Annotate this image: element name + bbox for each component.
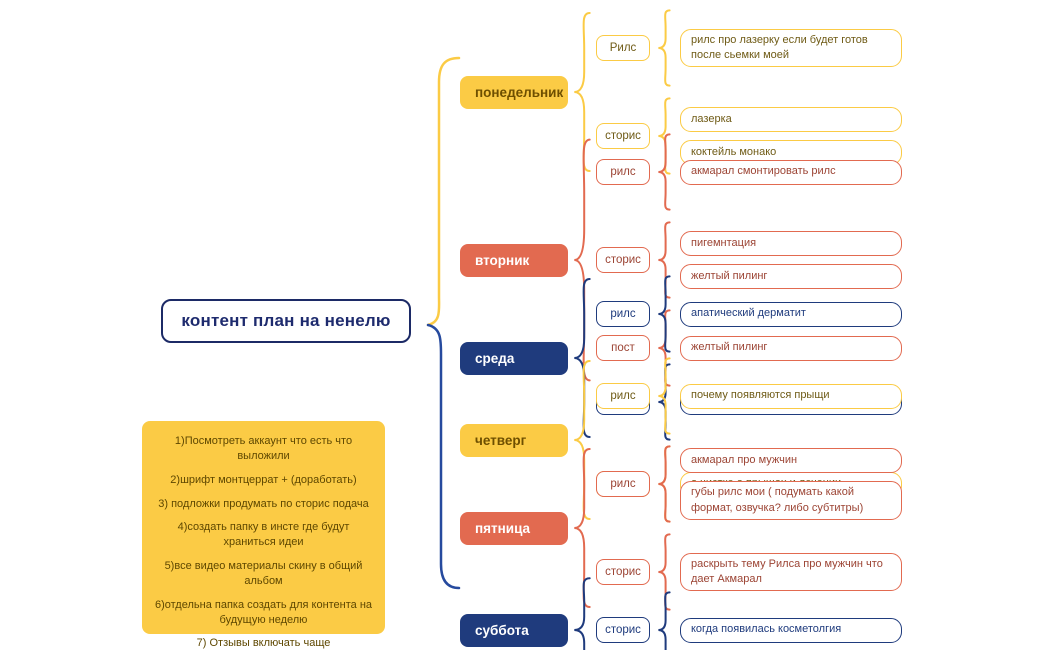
central-topic-node[interactable]: контент план на ненелю <box>161 299 411 343</box>
branch-column: рилс акмарал смонтировать рилс сторис пигем… <box>596 132 902 388</box>
branch-node[interactable]: сторис <box>596 617 650 643</box>
branch-node[interactable]: Рилс <box>596 35 650 61</box>
leaf-node[interactable]: пигемнтация <box>680 231 902 256</box>
branch-column: сторис когда появилась косметолгия <box>596 590 902 650</box>
leaf-column: апатический дерматит <box>680 301 902 327</box>
trunk-connector-bottom-blue <box>426 323 461 590</box>
leaf-column: пигемнтация желтый пилинг <box>680 231 902 289</box>
branch-row: сторис когда появилась косметолгия <box>596 590 902 650</box>
day-node[interactable]: пятница <box>460 511 568 545</box>
leaf-node[interactable]: акмарал смонтировать рилс <box>680 159 902 185</box>
branch-column: рилс акмарал про мужчин губы рилс мои ( по… <box>596 444 902 612</box>
note-item: 6)отдельна папка создать для контента на… <box>154 598 373 626</box>
branch-node[interactable]: рилс <box>596 383 650 409</box>
note-item: 7) Отзывы включать чаще <box>196 637 331 650</box>
note-item: 4)создать папку в инсте где будут хранит… <box>177 521 350 549</box>
brace-connector <box>656 356 672 436</box>
branch-row: Рилс рилс про лазерку если будет готов по… <box>596 8 902 88</box>
brace-connector <box>571 575 593 650</box>
notes-sticky[interactable]: 1)Посмотреть аккаунт что есть что выложи… <box>142 421 385 649</box>
note-item: 2)шрифт монтцеррат + (доработать) <box>170 473 357 486</box>
leaf-node[interactable]: почему появляются прыщи <box>680 383 902 409</box>
day-node[interactable]: вторник <box>460 243 568 277</box>
branch-row: рилс апатический дерматит <box>596 274 902 354</box>
day-section: суббота сторис когда появилась косметолгия <box>460 575 902 650</box>
leaf-node[interactable]: желтый пилинг <box>680 335 902 361</box>
leaf-node[interactable]: акмарал про мужчин <box>680 448 902 474</box>
day-node[interactable]: среда <box>460 341 568 375</box>
leaf-column: почему появляются прыщи <box>680 383 902 409</box>
leaf-column: когда появилась косметолгия <box>680 617 902 643</box>
branch-node[interactable]: рилс <box>596 471 650 497</box>
branch-row: сторис пигемнтация желтый пилинг <box>596 220 902 300</box>
note-item: 3) подложки продумать по сторис подача <box>158 497 369 510</box>
leaf-node[interactable]: когда появилась косметолгия <box>680 617 902 643</box>
branch-row: рилс почему появляются прыщи <box>596 356 902 436</box>
brace-connector <box>656 132 672 212</box>
branch-node[interactable]: рилс <box>596 301 650 327</box>
note-item: 5)все видео материалы скину в общий альб… <box>164 560 363 587</box>
leaf-node[interactable]: губы рилс мои ( подумать какой формат, о… <box>680 481 902 520</box>
branch-row: рилс акмарал смонтировать рилс <box>596 132 902 212</box>
day-node[interactable]: четверг <box>460 423 568 457</box>
trunk-connector-top-yellow <box>426 56 461 327</box>
branch-node[interactable]: сторис <box>596 559 650 585</box>
central-topic-label: контент план на ненелю <box>181 311 391 330</box>
leaf-node[interactable]: лазерка <box>680 107 902 132</box>
branch-node[interactable]: сторис <box>596 247 650 273</box>
day-node[interactable]: суббота <box>460 613 568 647</box>
branch-row: пост желтый пилинг <box>596 308 902 388</box>
day-section: пятница рилс акмарал про мужчин губы рилс м… <box>460 444 902 612</box>
branch-node[interactable]: рилс <box>596 159 650 185</box>
brace-connector <box>656 274 672 354</box>
branch-row: рилс акмарал про мужчин губы рилс мои ( по… <box>596 444 902 524</box>
brace-connector <box>656 590 672 650</box>
leaf-column: акмарал смонтировать рилс <box>680 159 902 185</box>
note-item: 1)Посмотреть аккаунт что есть что выложи… <box>174 435 353 462</box>
branch-column: Рилс рилс про лазерку если будет готов по… <box>596 8 902 176</box>
leaf-column: рилс про лазерку если будет готов после … <box>680 28 902 68</box>
leaf-node[interactable]: апатический дерматит <box>680 301 902 327</box>
leaf-node[interactable]: раскрыть тему Рилса про мужчин что дает … <box>680 552 902 592</box>
leaf-column: раскрыть тему Рилса про мужчин что дает … <box>680 552 902 592</box>
brace-connector <box>656 444 672 524</box>
branch-node[interactable]: сторис <box>596 123 650 149</box>
leaf-column: акмарал про мужчин губы рилс мои ( подума… <box>680 448 902 520</box>
leaf-node[interactable]: желтый пилинг <box>680 264 902 289</box>
leaf-column: желтый пилинг <box>680 335 902 361</box>
branch-node[interactable]: пост <box>596 335 650 361</box>
branch-row: сторис раскрыть тему Рилса про мужчин что… <box>596 532 902 612</box>
day-section: понедельник Рилс рилс про лазерку если буд… <box>460 8 902 176</box>
brace-connector <box>656 8 672 88</box>
leaf-node[interactable]: рилс про лазерку если будет готов после … <box>680 28 902 68</box>
day-node[interactable]: понедельник <box>460 75 568 109</box>
